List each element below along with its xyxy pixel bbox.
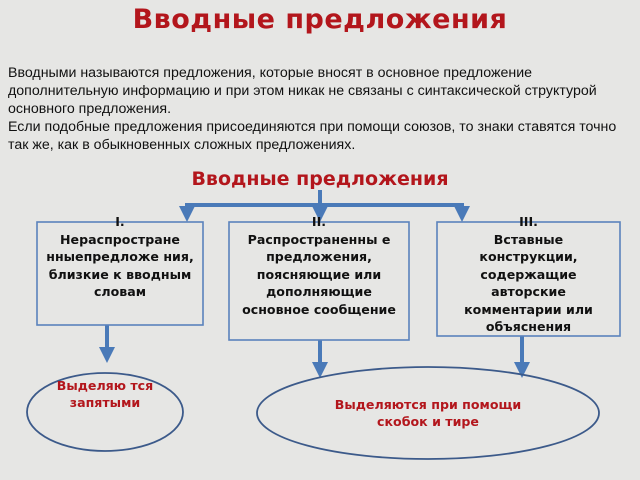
box-1-content: I. Нераспростране нныепредложе ния, близ… <box>37 213 203 301</box>
intro-paragraph-2: Если подобные предложения присоединяются… <box>8 119 617 153</box>
box-1-text: Нераспростране нныепредложе ния, близкие… <box>46 231 194 300</box>
box-1-number: I. <box>115 214 125 229</box>
box-2-text: Распространенны е предложения, поясняющи… <box>242 231 396 317</box>
intro-text: Вводными называются предложения, которые… <box>8 64 633 154</box>
box-3-content: III. Вставные конструкции, содержащие ав… <box>437 213 620 336</box>
slide-title: Вводные предложения <box>132 4 508 35</box>
box-1-border <box>36 221 204 326</box>
box-2-content: II. Распространенны е предложения, поясн… <box>229 213 409 318</box>
box-3-number: III. <box>519 214 538 229</box>
ellipse-1-text: Выделяю тся запятыми <box>56 378 154 410</box>
diagram-title: Вводные предложения <box>191 168 449 190</box>
box-3-border <box>436 221 621 337</box>
ellipse-2-text: Выделяются при помощи скобок и тире <box>334 397 522 429</box>
box-2-border <box>228 221 410 341</box>
ellipse-1-border <box>26 372 184 452</box>
box-3-text: Вставные конструкции, содержащие авторск… <box>464 231 593 335</box>
box-2-number: II. <box>311 214 327 229</box>
intro-paragraph-1: Вводными называются предложения, которые… <box>8 65 597 117</box>
ellipse-2-border <box>256 366 600 460</box>
